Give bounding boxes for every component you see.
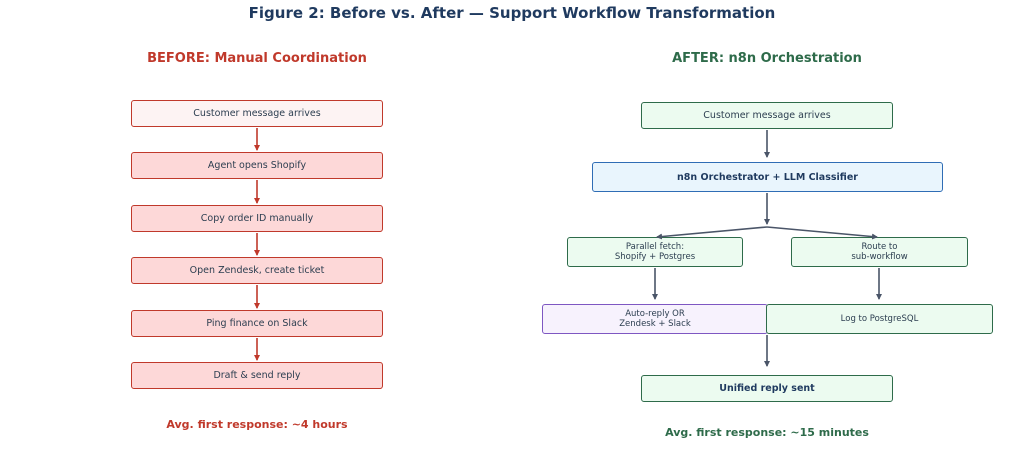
after-node-customer-message: Customer message arrives <box>641 102 893 129</box>
after-heading: AFTER: n8n Orchestration <box>672 51 862 66</box>
before-step-copy-order-id: Copy order ID manually <box>131 205 383 232</box>
before-step-ping-finance: Ping finance on Slack <box>131 310 383 337</box>
after-footer: Avg. first response: ~15 minutes <box>665 426 869 439</box>
figure-title: Figure 2: Before vs. After — Support Wor… <box>248 4 776 22</box>
before-step-customer-message: Customer message arrives <box>131 100 383 127</box>
before-step-zendesk-ticket: Open Zendesk, create ticket <box>131 257 383 284</box>
after-node-unified-reply: Unified reply sent <box>641 375 893 402</box>
before-step-open-shopify: Agent opens Shopify <box>131 152 383 179</box>
before-footer: Avg. first response: ~4 hours <box>166 418 348 431</box>
after-node-autoreply: Auto-reply OR Zendesk + Slack <box>542 304 768 334</box>
after-arrow-split-to-parallel <box>656 226 768 240</box>
after-node-route: Route to sub-workflow <box>791 237 968 267</box>
after-node-orchestrator: n8n Orchestrator + LLM Classifier <box>592 162 943 192</box>
after-node-log-postgres: Log to PostgreSQL <box>766 304 993 334</box>
before-step-draft-reply: Draft & send reply <box>131 362 383 389</box>
after-arrow-split-to-route <box>766 226 878 240</box>
after-node-parallel-fetch: Parallel fetch: Shopify + Postgres <box>567 237 743 267</box>
before-heading: BEFORE: Manual Coordination <box>147 51 367 66</box>
